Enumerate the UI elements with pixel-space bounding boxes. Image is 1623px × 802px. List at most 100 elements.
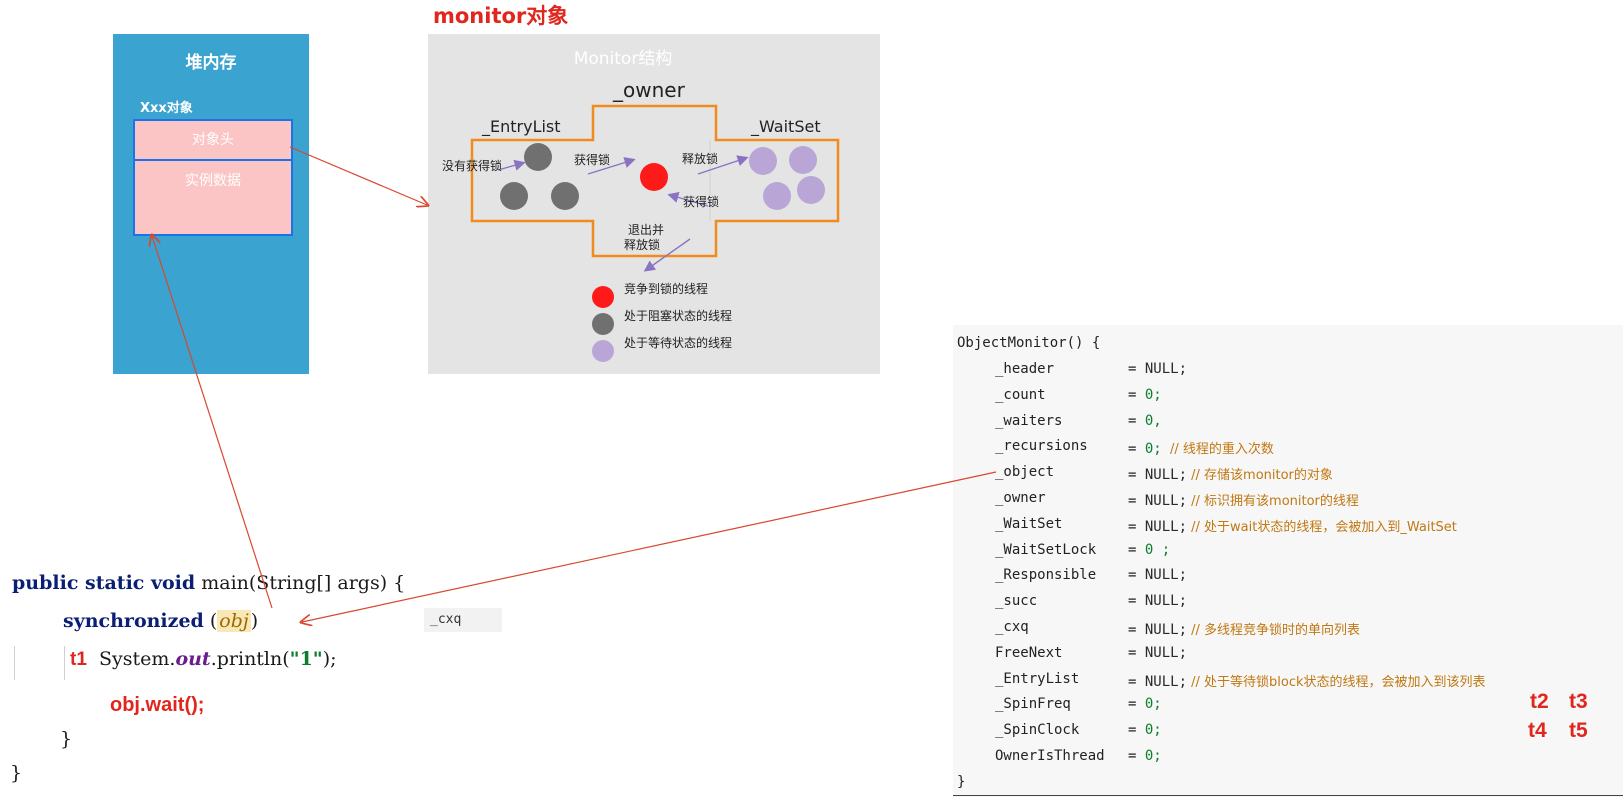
monitor-structure-title: Monitor结构	[573, 49, 673, 69]
field-value: NULL;	[1144, 518, 1188, 535]
field-value: 0 ;	[1144, 541, 1171, 558]
field-equals: =	[1128, 361, 1145, 377]
field-value: NULL;	[1144, 361, 1188, 377]
field-name: FreeNext	[995, 644, 1063, 661]
field-equals: =	[1128, 386, 1145, 403]
code-main-signature: main(String[] args) {	[195, 572, 406, 594]
monitor-title: monitor对象	[433, 4, 569, 28]
field-comment: // 标识拥有该monitor的线程	[1187, 494, 1359, 509]
code-obj-argument: obj	[217, 610, 251, 632]
object-monitor-source-panel: ObjectMonitor() { _header = NULL; _count = …	[953, 325, 1623, 797]
field-equals: =	[1128, 593, 1145, 610]
waiting-thread	[749, 147, 777, 175]
waiting-thread	[789, 146, 817, 174]
code-line-synchronized: synchronized (obj)	[63, 610, 258, 632]
field-value: 0,	[1144, 412, 1162, 429]
field-name: _cxq	[995, 619, 1029, 635]
field-name: _recursions	[995, 438, 1088, 455]
blocked-thread	[551, 182, 579, 210]
monitor-structure-panel: Monitor结构 _owner _EntryList _Wait	[428, 34, 880, 374]
field-equals: =	[1128, 644, 1145, 661]
field-equals: =	[1128, 493, 1145, 509]
code-out: out	[175, 648, 211, 670]
field-equals: =	[1128, 696, 1145, 713]
arrow-obj-to-heap	[152, 236, 273, 609]
thread-label-t5: t5	[1569, 719, 1588, 742]
field-assignment: = 0;	[1128, 722, 1162, 738]
release-lock-label: 释放锁	[682, 152, 719, 166]
code-obj-wait: obj.wait();	[110, 694, 205, 716]
object-monitor-open: ObjectMonitor() {	[957, 335, 1101, 351]
blocked-thread	[500, 182, 528, 210]
thread-label-t4: t4	[1528, 719, 1547, 742]
field-value: NULL;	[1144, 593, 1188, 610]
legend-owner-text: 竞争到锁的线程	[624, 282, 709, 296]
field-equals: =	[1128, 412, 1145, 429]
thread-label-t1: t1	[70, 649, 87, 670]
arrow-header-to-monitor	[289, 146, 427, 205]
field-value: NULL;	[1144, 644, 1188, 661]
field-assignment: = 0;	[1128, 387, 1162, 403]
field-assignment: = NULL;	[1128, 567, 1187, 583]
field-value: 0;	[1144, 441, 1162, 458]
structure-outline	[470, 104, 840, 258]
field-equals: =	[1128, 622, 1145, 638]
field-assignment: = 0;	[1128, 748, 1162, 764]
field-assignment: = NULL; // 处于wait状态的线程，会被加入到_WaitSet	[1128, 516, 1457, 535]
field-name: _waiters	[995, 412, 1063, 429]
field-comment: // 多线程竞争锁时的单向列表	[1187, 623, 1361, 638]
legend-dot-waiting	[592, 340, 614, 362]
acquire-lock-label-2: 获得锁	[683, 195, 720, 209]
waiting-thread	[797, 176, 825, 204]
waiting-thread	[763, 182, 791, 210]
cxq-tag: _cxq	[424, 608, 502, 632]
object-label: Xxx对象	[140, 101, 193, 116]
field-name: _SpinClock	[995, 722, 1080, 739]
field-value: NULL;	[1144, 493, 1188, 509]
blocked-thread	[524, 143, 552, 171]
waitset-label: _WaitSet	[751, 117, 821, 136]
heap-memory-panel: 堆内存 Xxx对象 对象头 实例数据	[113, 34, 309, 374]
object-monitor-close: }	[957, 774, 966, 790]
code-line-main: public static void main(String[] args) {	[12, 572, 405, 594]
field-value: NULL;	[1144, 467, 1188, 484]
instance-data: 实例数据	[185, 173, 241, 189]
field-equals: =	[1128, 541, 1145, 558]
field-comment: // 存储该monitor的对象	[1187, 468, 1333, 484]
heap-title: 堆内存	[185, 53, 237, 73]
entrylist-label: _EntryList	[482, 117, 561, 136]
acquire-lock-label: 获得锁	[574, 153, 611, 167]
field-assignment: = 0,	[1128, 413, 1162, 429]
field-assignment: = NULL; // 标识拥有该monitor的线程	[1128, 490, 1359, 509]
field-name: _count	[995, 386, 1046, 403]
legend-waiting-text: 处于等待状态的线程	[624, 336, 733, 350]
field-value: NULL;	[1144, 622, 1188, 638]
legend-dot-owner	[592, 286, 614, 308]
panel-bottom-rule	[953, 795, 1623, 796]
code-keywords: public static void	[12, 572, 196, 594]
field-equals: =	[1128, 722, 1145, 739]
field-value: 0;	[1144, 722, 1162, 739]
field-name: _object	[995, 464, 1055, 481]
code-println: .println(	[210, 648, 290, 670]
arrow-object-field-to-obj	[302, 471, 997, 622]
field-value: 0;	[1144, 748, 1162, 764]
field-assignment: = NULL; // 存储该monitor的对象	[1128, 464, 1333, 483]
field-comment: // 处于wait状态的线程，会被加入到_WaitSet	[1187, 519, 1457, 535]
field-equals: =	[1128, 518, 1145, 535]
field-name: OwnerIsThread	[995, 748, 1105, 764]
field-value: NULL;	[1144, 673, 1188, 690]
field-name: _header	[995, 361, 1055, 377]
code-system: System.	[99, 648, 176, 670]
field-assignment: = 0;	[1128, 696, 1162, 712]
field-equals: =	[1128, 441, 1145, 458]
legend-dot-blocked	[592, 313, 614, 335]
field-assignment: = 0 ;	[1128, 542, 1170, 558]
code-close-brace-inner: }	[60, 728, 73, 750]
field-value: NULL;	[1144, 567, 1188, 584]
field-name: _Responsible	[995, 567, 1097, 584]
object-header: 对象头	[135, 121, 291, 161]
code-paren-close: )	[250, 610, 259, 632]
field-name: _succ	[995, 593, 1038, 610]
